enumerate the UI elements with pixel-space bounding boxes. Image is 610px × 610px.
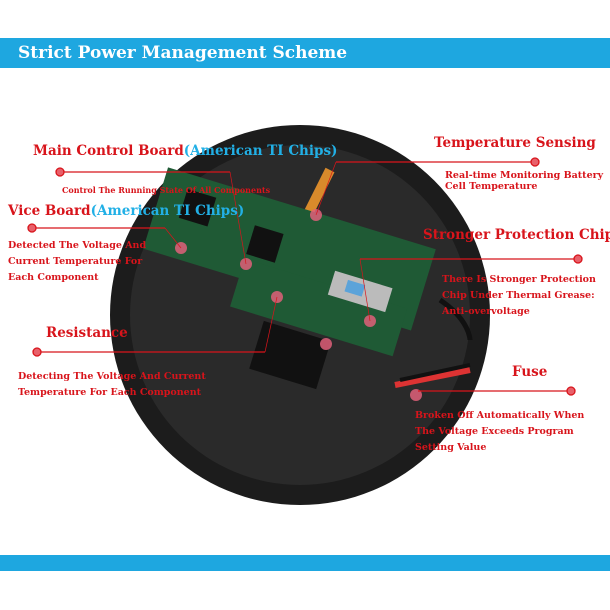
fuse-label: Fuse	[512, 364, 548, 380]
main-control-board-label: Main Control Board(American TI Chips)	[33, 143, 338, 159]
pcb-board	[143, 167, 436, 357]
main-control-board-desc: Control The Running State Of All Compone…	[62, 185, 271, 195]
connector	[249, 320, 331, 390]
page-title: Strict Power Management Scheme	[18, 43, 348, 63]
vice-board-label: Vice Board(American TI Chips)	[8, 203, 245, 219]
resistance-label: Resistance	[46, 325, 128, 341]
bottom-bar	[0, 555, 610, 571]
title-banner: Strict Power Management Scheme	[0, 38, 610, 68]
temperature-sensing-label: Temperature Sensing	[434, 135, 596, 151]
protection-chip-label: Stronger Protection Chip	[423, 227, 610, 243]
